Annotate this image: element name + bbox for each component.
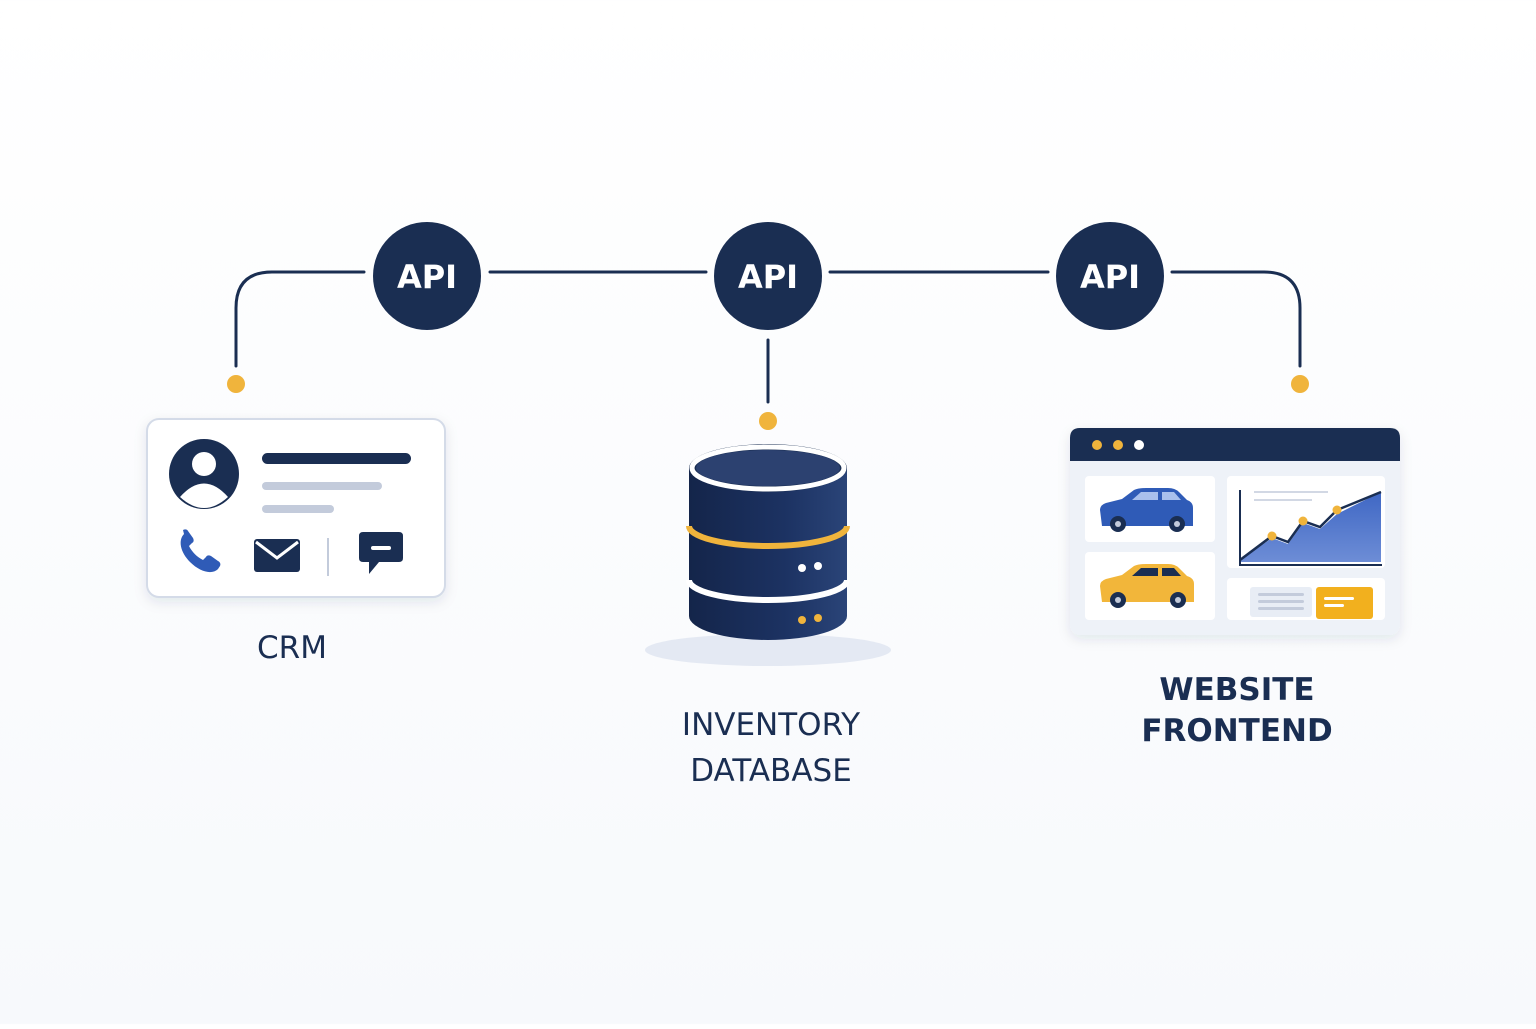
inventory-endpoint-dot (759, 412, 777, 430)
mail-icon (254, 539, 300, 572)
blue-car-icon (1100, 488, 1193, 532)
phone-icon (180, 529, 221, 573)
crm-endpoint-dot (227, 375, 245, 393)
api-badge-3: API (1056, 222, 1164, 330)
website-label-line1: WEBSITE (1159, 672, 1314, 708)
api-badge-2: API (714, 222, 822, 330)
inventory-label-line1: INVENTORY (682, 707, 860, 743)
website-endpoint-dot (1291, 375, 1309, 393)
crm-label: CRM (257, 630, 327, 666)
crm-card (146, 418, 446, 598)
window-dot-2 (1113, 440, 1123, 450)
connector-lines (234, 270, 1302, 404)
contact-name-line (262, 453, 411, 464)
window-dot-1 (1092, 440, 1102, 450)
database-icon (645, 444, 891, 666)
api-badge-1: API (373, 222, 481, 330)
avatar-icon (169, 439, 239, 509)
api-badge-label: API (738, 258, 798, 296)
database-shadow (645, 634, 891, 666)
website-link-line (1170, 270, 1302, 368)
cta-button-graphic (1316, 587, 1373, 619)
inventory-label-line2: DATABASE (690, 753, 852, 789)
endpoint-dots (227, 375, 1309, 430)
window-dot-3 (1134, 440, 1144, 450)
api-badge-label: API (1080, 258, 1140, 296)
icon-divider (327, 538, 329, 576)
website-label-line2: FRONTEND (1141, 713, 1332, 749)
chat-icon (359, 532, 403, 574)
website-browser-window (1070, 428, 1400, 635)
crm-link-line (234, 270, 366, 368)
contact-detail-line (262, 482, 382, 490)
line-chart-icon (1239, 490, 1382, 566)
api-badge-label: API (397, 258, 457, 296)
contact-detail-line-short (262, 505, 334, 513)
yellow-car-icon (1100, 564, 1194, 608)
